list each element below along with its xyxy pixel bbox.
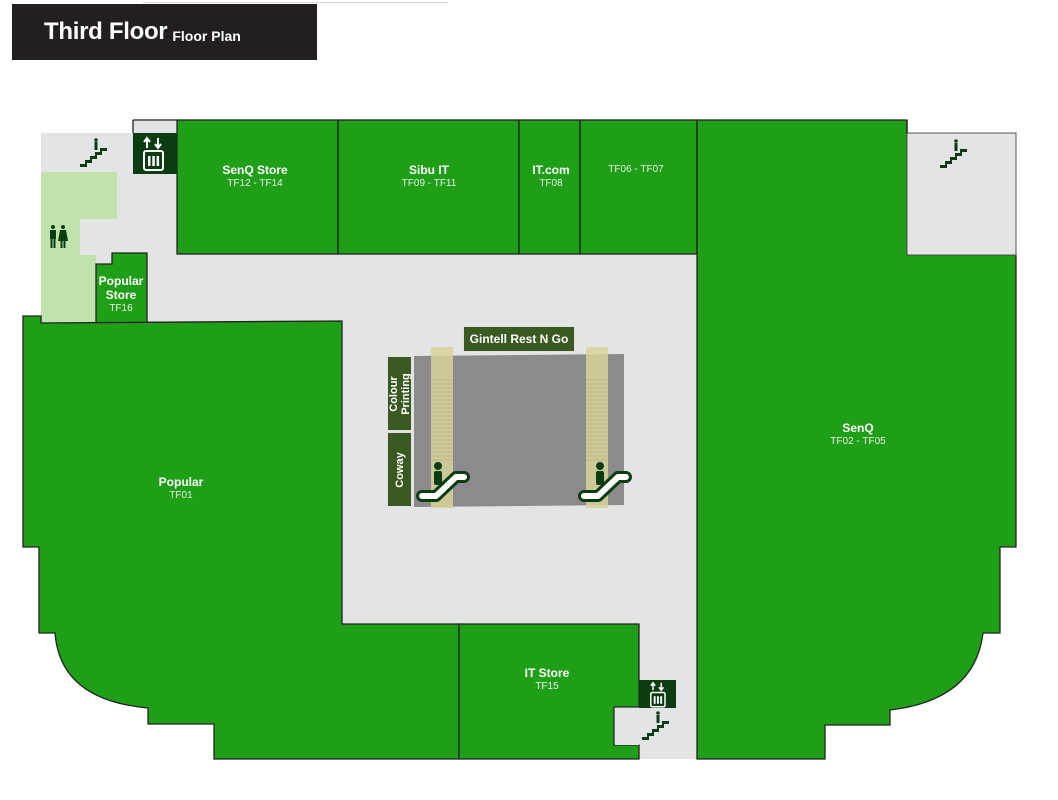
stairs-icon <box>80 138 107 167</box>
title-banner: Third Floor Floor Plan <box>12 4 317 60</box>
page-title: Third Floor <box>44 18 168 45</box>
escalator-icon <box>416 462 470 502</box>
unit-senq[interactable] <box>696 119 1017 760</box>
unit-name: Popular Store <box>98 274 144 302</box>
unit-name: Sibu IT <box>409 163 449 177</box>
label-it-com: IT.com TF08 <box>532 163 570 189</box>
stair-area-bottom <box>615 708 639 745</box>
escalator-icon <box>578 462 632 502</box>
unit-name: IT.com <box>532 163 570 177</box>
label-popular: Popular TF01 <box>158 475 204 501</box>
unit-code: TF12 - TF14 <box>227 177 283 189</box>
lift-box-bottom <box>639 680 676 708</box>
stairs-icon <box>642 711 669 740</box>
kiosk-colour-printing[interactable]: Colour Printing <box>387 356 412 431</box>
unit-code: TF15 <box>535 680 559 692</box>
kiosk-label: Coway <box>393 451 406 488</box>
unit-name: IT Store <box>524 666 570 680</box>
lift-icon <box>143 136 164 171</box>
atrium-void <box>414 354 624 507</box>
unit-name: SenQ <box>842 421 874 435</box>
unit-senq-store[interactable] <box>176 119 339 255</box>
page-subtitle: Floor Plan <box>172 28 241 44</box>
unit-code: TF01 <box>169 489 193 501</box>
label-sibu-it: Sibu IT TF09 - TF11 <box>401 163 457 189</box>
unit-code: TF09 - TF11 <box>401 177 457 189</box>
label-popular-store: Popular Store TF16 <box>95 274 147 314</box>
unit-name: SenQ Store <box>222 163 288 177</box>
toilet-icon <box>50 225 68 248</box>
kiosk-label: Gintell Rest N Go <box>469 332 569 346</box>
stair-area-right <box>906 132 1017 256</box>
unit-tf06-tf07[interactable] <box>579 119 698 255</box>
label-it-store: IT Store TF15 <box>524 666 570 692</box>
unit-it-store[interactable] <box>458 623 640 760</box>
top-rule <box>143 0 448 3</box>
toilet-area[interactable] <box>41 172 117 323</box>
label-tf06-tf07: TF06 - TF07 <box>608 164 663 176</box>
unit-name: Popular <box>158 475 204 489</box>
unit-code: TF06 - TF07 <box>608 164 664 175</box>
unit-it-com[interactable] <box>518 119 581 255</box>
lift-box-top <box>133 133 177 174</box>
unit-sibu-it[interactable] <box>337 119 520 255</box>
unit-popular[interactable] <box>22 315 460 760</box>
unit-code: TF08 <box>539 177 563 189</box>
kiosk-gintell[interactable]: Gintell Rest N Go <box>463 326 575 352</box>
lift-icon <box>650 681 666 708</box>
unit-code: TF02 - TF05 <box>830 435 886 447</box>
kiosk-label: Colour Printing <box>387 372 412 415</box>
unit-code: TF16 <box>109 302 133 314</box>
label-senq-store: SenQ Store TF12 - TF14 <box>222 163 288 189</box>
kiosk-coway[interactable]: Coway <box>387 432 412 507</box>
stairs-icon <box>940 139 967 168</box>
label-senq: SenQ TF02 - TF05 <box>830 421 886 447</box>
